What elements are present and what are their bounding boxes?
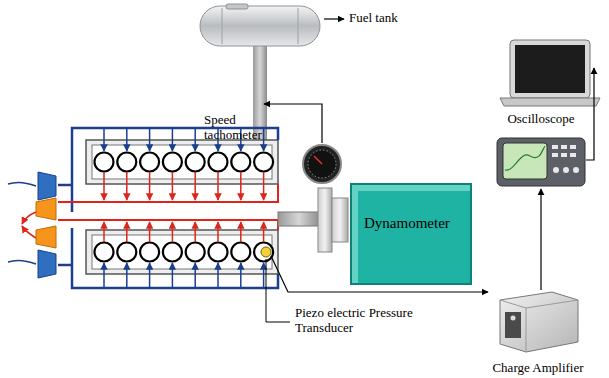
cylinder (140, 153, 159, 172)
cylinder (140, 243, 159, 262)
leader-arrow (264, 104, 322, 143)
node-label: Dynamometer (364, 215, 450, 232)
cylinder (186, 153, 205, 172)
node-label: Charge Amplifier (492, 361, 583, 376)
cylinder (95, 243, 114, 262)
dynamometer-box: Dynamometer (350, 183, 472, 285)
part-label: Fuel tank (349, 11, 439, 26)
part-label: Piezo electric Pressure Transducer (295, 306, 415, 336)
part-label: Speed tachometer (204, 113, 262, 143)
shaft-coupling (278, 188, 348, 252)
signal-arrow (540, 189, 541, 290)
cylinder (117, 243, 136, 262)
manifold-lines (58, 128, 278, 288)
cylinders (95, 153, 274, 262)
charge-amplifier (500, 292, 578, 352)
oscilloscope-node: Oscilloscope (495, 112, 587, 188)
cylinder (163, 153, 182, 172)
cylinder (163, 243, 182, 262)
leader-line (266, 259, 290, 322)
cylinder (254, 153, 273, 172)
cylinder (117, 153, 136, 172)
signal-wire (586, 74, 594, 160)
cylinder (209, 153, 228, 172)
cylinder (186, 243, 205, 262)
turbocharger (8, 172, 56, 278)
cylinder (209, 243, 228, 262)
cylinder (231, 243, 250, 262)
pressure-transducer (261, 247, 271, 257)
laptop (500, 40, 600, 106)
amplifier-node: Charge Amplifier (488, 290, 588, 376)
tachometer (303, 145, 341, 183)
node-label: Oscilloscope (507, 112, 574, 127)
leader-arrow (324, 18, 344, 19)
oscilloscope (497, 138, 585, 186)
cylinder (254, 243, 273, 262)
cylinder (231, 153, 250, 172)
engine-bank (86, 140, 278, 274)
cylinder (95, 153, 114, 172)
signal-arrow (593, 68, 594, 74)
